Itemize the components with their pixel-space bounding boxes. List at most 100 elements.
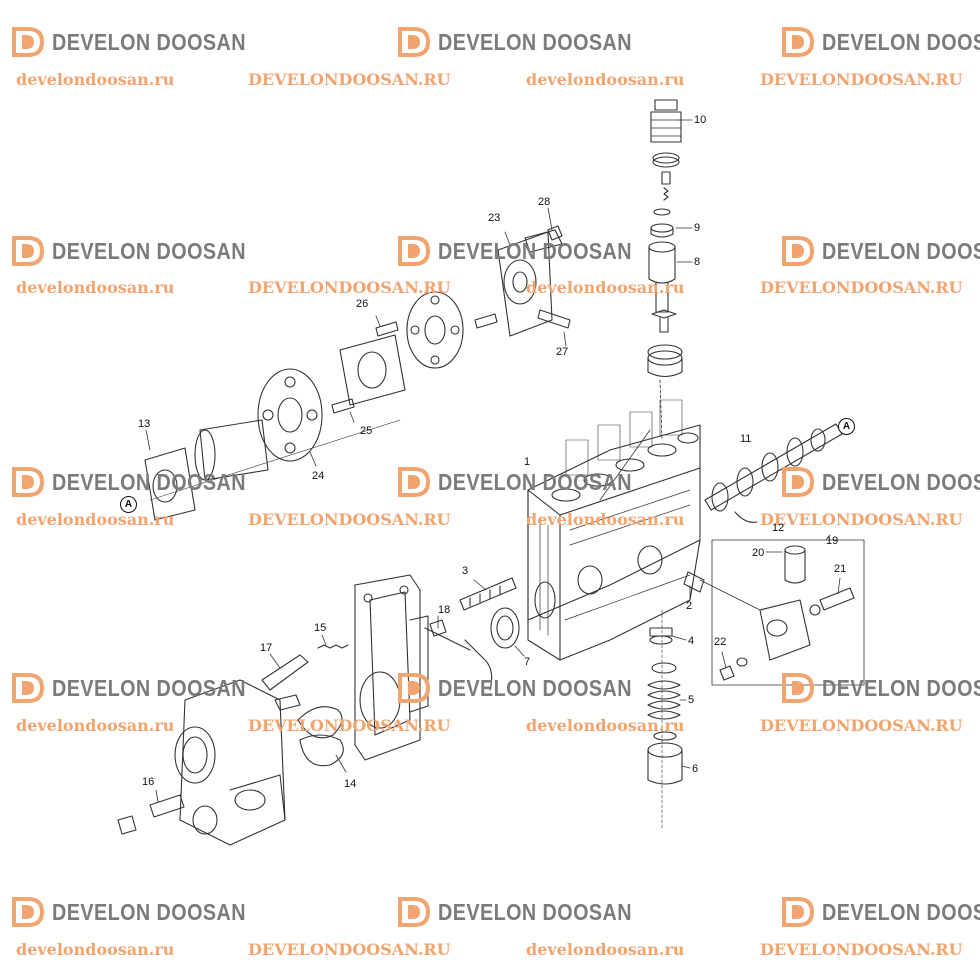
develon-logo-icon — [12, 236, 45, 266]
watermark-logo-text: DEVELON DOOSAN — [822, 898, 980, 925]
watermark-url: develondoosan.ru — [526, 510, 685, 529]
watermark-logo-text: DEVELON DOOSAN — [438, 237, 632, 264]
callout-22: 22 — [714, 636, 727, 648]
control-rack-drawing — [459, 577, 517, 611]
watermark-logo-text: DEVELON DOOSAN — [822, 237, 980, 264]
watermark-url: develondoosan.ru — [16, 716, 175, 735]
watermark-logo: DEVELON DOOSAN — [12, 466, 278, 498]
develon-logo-icon — [782, 236, 815, 266]
watermark-logo: DEVELON DOOSAN — [782, 672, 980, 704]
watermark-url: DEVELONDOOSAN.RU — [760, 278, 963, 297]
watermark-logo-text: DEVELON DOOSAN — [52, 898, 246, 925]
callout-2: 2 — [686, 600, 693, 612]
watermark-logo: DEVELON DOOSAN — [398, 466, 664, 498]
watermark-url: DEVELONDOOSAN.RU — [760, 70, 963, 89]
watermark-url: DEVELONDOOSAN.RU — [248, 278, 451, 297]
key-drawing — [734, 511, 758, 523]
watermark-url: DEVELONDOOSAN.RU — [248, 940, 451, 959]
callout-3: 3 — [462, 565, 469, 577]
watermark-logo: DEVELON DOOSAN — [12, 26, 278, 58]
develon-logo-icon — [782, 673, 815, 703]
watermark-url: DEVELONDOOSAN.RU — [760, 716, 963, 735]
callout-21: 21 — [834, 563, 847, 575]
callout-11: 11 — [740, 433, 752, 445]
watermark-logo-text: DEVELON DOOSAN — [438, 674, 632, 701]
callout-10: 10 — [694, 114, 707, 126]
watermark-logo-text: DEVELON DOOSAN — [438, 468, 632, 495]
pump-housing-drawing — [527, 399, 701, 661]
callout-16: 16 — [142, 776, 155, 788]
develon-logo-icon — [12, 673, 45, 703]
callout-9: 9 — [694, 222, 701, 234]
callout-8: 8 — [694, 256, 701, 268]
watermark-url: develondoosan.ru — [16, 278, 175, 297]
callout-6: 6 — [692, 763, 699, 775]
watermark-logo: DEVELON DOOSAN — [12, 672, 278, 704]
callout-14: 14 — [344, 778, 357, 790]
watermark-url: develondoosan.ru — [526, 716, 685, 735]
governor-cover-drawing — [117, 679, 286, 846]
watermark-logo: DEVELON DOOSAN — [398, 26, 664, 58]
callout-13: 13 — [138, 418, 151, 430]
watermark-logo: DEVELON DOOSAN — [398, 896, 664, 928]
watermark-logo-text: DEVELON DOOSAN — [438, 898, 632, 925]
callout-5: 5 — [688, 694, 695, 706]
feed-pump-group-drawing — [699, 534, 865, 686]
watermark-url: develondoosan.ru — [16, 510, 175, 529]
callout-12: 12 — [772, 522, 785, 534]
watermark-logo: DEVELON DOOSAN — [12, 896, 278, 928]
develon-logo-icon — [398, 27, 431, 57]
reference-marker-a: A — [120, 496, 137, 513]
delivery-valve-holder-drawing — [647, 99, 683, 378]
coupling-group-drawing — [144, 207, 571, 521]
watermark-logo: DEVELON DOOSAN — [12, 235, 278, 267]
callout-28: 28 — [538, 196, 551, 208]
callout-23: 23 — [488, 212, 501, 224]
watermark-logo: DEVELON DOOSAN — [398, 235, 664, 267]
plug-drawing — [683, 571, 705, 601]
callout-15: 15 — [314, 622, 327, 634]
develon-logo-icon — [782, 897, 815, 927]
watermark-url: DEVELONDOOSAN.RU — [248, 510, 451, 529]
develon-logo-icon — [12, 467, 45, 497]
watermark-url: develondoosan.ru — [526, 278, 685, 297]
watermark-logo-text: DEVELON DOOSAN — [822, 468, 980, 495]
callout-26: 26 — [356, 298, 369, 310]
callout-4: 4 — [688, 635, 695, 647]
develon-logo-icon — [12, 27, 45, 57]
watermark-url: DEVELONDOOSAN.RU — [760, 940, 963, 959]
roller-tappet-column-drawing — [647, 609, 691, 831]
callout-17: 17 — [260, 642, 273, 654]
watermark-logo-text: DEVELON DOOSAN — [52, 28, 246, 55]
governor-link-drawing — [261, 634, 349, 773]
watermark-url: develondoosan.ru — [16, 940, 175, 959]
bearing-drawing — [490, 607, 525, 657]
watermark-logo-text: DEVELON DOOSAN — [52, 237, 246, 264]
develon-logo-icon — [398, 673, 431, 703]
watermark-url: DEVELONDOOSAN.RU — [760, 510, 963, 529]
watermark-logo: DEVELON DOOSAN — [782, 466, 980, 498]
callout-24: 24 — [312, 470, 325, 482]
callout-18: 18 — [438, 604, 451, 616]
watermark-logo: DEVELON DOOSAN — [782, 26, 980, 58]
watermark-url: DEVELONDOOSAN.RU — [248, 716, 451, 735]
watermark-logo: DEVELON DOOSAN — [782, 235, 980, 267]
watermark-logo-text: DEVELON DOOSAN — [822, 674, 980, 701]
callout-7: 7 — [524, 656, 531, 668]
watermark-url: develondoosan.ru — [526, 70, 685, 89]
watermark-url: develondoosan.ru — [16, 70, 175, 89]
callout-25: 25 — [360, 425, 373, 437]
watermark-url: DEVELONDOOSAN.RU — [248, 70, 451, 89]
callout-1: 1 — [524, 456, 531, 468]
watermark-logo-text: DEVELON DOOSAN — [52, 468, 246, 495]
develon-logo-icon — [398, 236, 431, 266]
watermark-logo-text: DEVELON DOOSAN — [822, 28, 980, 55]
watermark-logo: DEVELON DOOSAN — [782, 896, 980, 928]
callout-27: 27 — [556, 346, 569, 358]
watermark-logo: DEVELON DOOSAN — [398, 672, 664, 704]
develon-logo-icon — [782, 27, 815, 57]
develon-logo-icon — [398, 897, 431, 927]
develon-logo-icon — [398, 467, 431, 497]
